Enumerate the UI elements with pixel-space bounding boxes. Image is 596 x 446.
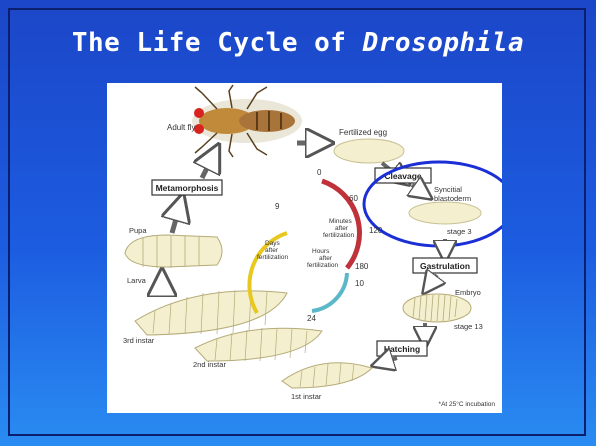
syncitial-blastoderm-illustration: [409, 202, 481, 224]
arrow-gastrulation-to-embryo: [425, 275, 437, 291]
gastrulation-label: Gastrulation: [420, 261, 470, 271]
slide-title-prefix: The Life Cycle of: [72, 28, 363, 58]
arrow-metamorphosis-to-adult: [202, 148, 217, 178]
embryo-label: Embryo: [455, 288, 481, 297]
hours-10-label: 10: [355, 279, 364, 288]
hours-arc: [312, 273, 347, 311]
blastoderm-label-line1: Syncitial: [434, 185, 462, 194]
days-label-line1: Days: [265, 240, 281, 247]
life-cycle-figure: Adult fly Fertilized egg Cleavage Syncit…: [107, 83, 502, 413]
minutes-0-label: 0: [317, 168, 322, 177]
minutes-label-line2: after: [335, 225, 349, 232]
fertilized-egg-illustration: [334, 139, 404, 163]
adult-fly-label: Adult fly: [167, 123, 195, 132]
hours-label-line1: Hours: [312, 248, 330, 255]
metamorphosis-label: Metamorphosis: [156, 183, 219, 193]
hours-label-line2: after: [319, 255, 333, 262]
stage3-label: stage 3: [447, 227, 472, 236]
fertilized-egg-label: Fertilized egg: [339, 128, 387, 137]
fly-abdomen: [239, 110, 295, 132]
days-label-line2: after: [265, 247, 279, 254]
hatching-label: Hatching: [384, 344, 420, 354]
minutes-label-line1: Minutes: [329, 218, 353, 225]
fly-eye: [194, 124, 204, 134]
minutes-180-label: 180: [355, 262, 369, 271]
arrow-hatching-to-larva: [375, 358, 397, 365]
fly-eye: [194, 108, 204, 118]
slide-title: The Life Cycle of Drosophila: [0, 28, 596, 58]
larva-3rd-instar-illustration: [135, 290, 287, 335]
larva-1st-instar-illustration: [282, 363, 372, 388]
minutes-label-line3: fertilization: [323, 232, 354, 239]
arrow-pupa-to-metamorphosis: [172, 198, 182, 233]
first-instar-label: 1st instar: [291, 392, 322, 401]
hours-label-line3: fertilization: [307, 262, 338, 269]
second-instar-label: 2nd instar: [193, 360, 226, 369]
slide-title-italic: Drosophila: [363, 28, 525, 58]
days-start-label: 9: [275, 202, 280, 211]
stage13-label: stage 13: [454, 322, 483, 331]
embryo-illustration: [403, 294, 471, 322]
minutes-120-label: 120: [369, 226, 383, 235]
larva-label: Larva: [127, 276, 147, 285]
adult-fly-illustration: [192, 85, 302, 157]
days-label-line3: fertilization: [257, 254, 288, 261]
hours-24-label: 24: [307, 314, 316, 323]
larva-2nd-instar-illustration: [195, 328, 322, 361]
pupa-illustration: [125, 235, 222, 268]
life-cycle-diagram: Adult fly Fertilized egg Cleavage Syncit…: [107, 83, 502, 413]
pupa-label: Pupa: [129, 226, 147, 235]
minutes-60-label: 60: [349, 194, 358, 203]
third-instar-label: 3rd instar: [123, 336, 155, 345]
footnote-incubation: *At 25°C incubation: [439, 400, 496, 408]
arrow-cleavage-to-blastoderm: [412, 185, 429, 197]
